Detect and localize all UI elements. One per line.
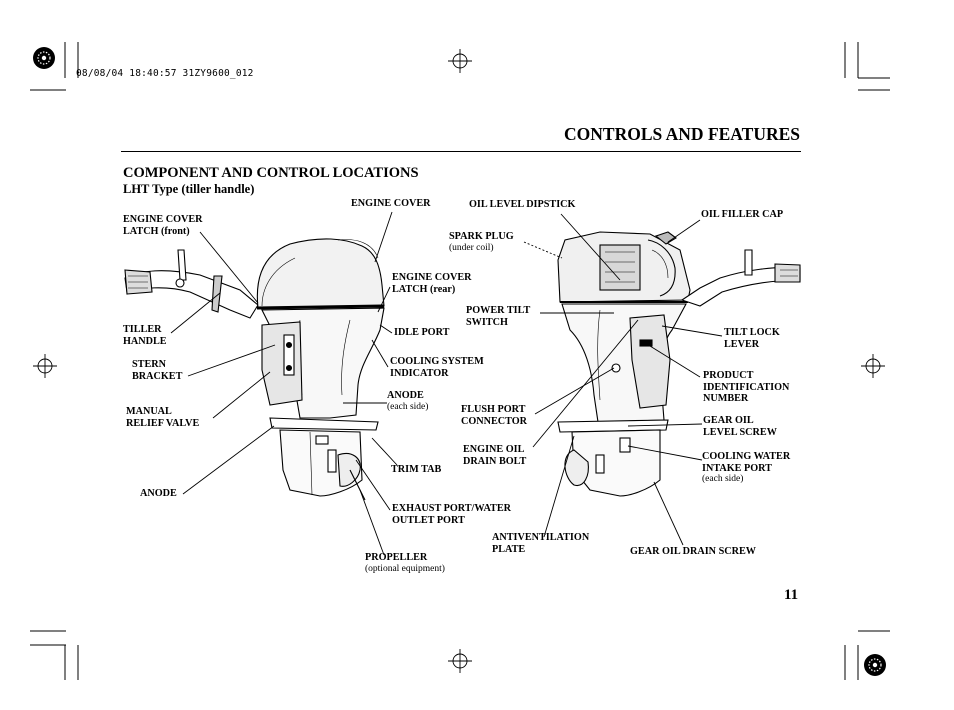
registration-marks [33, 49, 885, 673]
label-anode: ANODE [140, 488, 177, 499]
label-cooling-water-intake-port: COOLING WATER INTAKE PORT (each side) [702, 451, 791, 484]
title-rule [121, 151, 801, 152]
label-antiventilation-plate: ANTIVENTILATION PLATE [492, 532, 590, 555]
label-oil-level-dipstick: OIL LEVEL DIPSTICK [469, 199, 576, 210]
label-engine-oil-drain-bolt: ENGINE OIL DRAIN BOLT [463, 444, 527, 467]
label-stern-bracket: STERN BRACKET [132, 359, 183, 382]
label-manual-relief-valve: MANUAL RELIEF VALVE [126, 406, 200, 429]
page-heading: COMPONENT AND CONTROL LOCATIONS [123, 165, 419, 181]
label-gear-oil-drain-screw: GEAR OIL DRAIN SCREW [630, 546, 756, 557]
label-product-identification-number: PRODUCT IDENTIFICATION NUMBER [703, 370, 790, 404]
starburst-marks [33, 47, 886, 676]
left-engine-drawing [124, 238, 385, 501]
label-anode-each-side: ANODE (each side) [387, 390, 429, 412]
label-trim-tab: TRIM TAB [391, 464, 442, 475]
page-subheading: LHT Type (tiller handle) [123, 182, 255, 196]
right-engine-drawing [557, 231, 801, 497]
label-gear-oil-level-screw: GEAR OIL LEVEL SCREW [703, 415, 777, 438]
label-exhaust-port: EXHAUST PORT/WATER OUTLET PORT [392, 503, 511, 526]
label-spark-plug: SPARK PLUG (under coil) [449, 231, 514, 253]
label-tiller-handle: TILLER HANDLE [123, 324, 167, 347]
page-number: 11 [784, 587, 799, 603]
leader-lines [170, 211, 723, 556]
label-idle-port: IDLE PORT [394, 327, 450, 338]
label-power-tilt-switch: POWER TILT SWITCH [466, 305, 531, 328]
label-oil-filler-cap: OIL FILLER CAP [701, 209, 784, 220]
label-engine-cover-latch-front: ENGINE COVER LATCH (front) [123, 214, 203, 237]
label-engine-cover-latch-rear: ENGINE COVER LATCH (rear) [392, 272, 472, 295]
label-cooling-system-indicator: COOLING SYSTEM INDICATOR [390, 356, 484, 379]
label-flush-port-connector: FLUSH PORT CONNECTOR [461, 404, 528, 427]
section-title: CONTROLS AND FEATURES [564, 124, 800, 144]
label-propeller: PROPELLER (optional equipment) [365, 552, 445, 574]
label-engine-cover: ENGINE COVER [351, 198, 431, 209]
label-tilt-lock-lever: TILT LOCK LEVER [724, 327, 780, 350]
print-timestamp: 08/08/04 18:40:57 31ZY9600_012 [76, 68, 254, 79]
printer-crop-marks [30, 42, 890, 680]
